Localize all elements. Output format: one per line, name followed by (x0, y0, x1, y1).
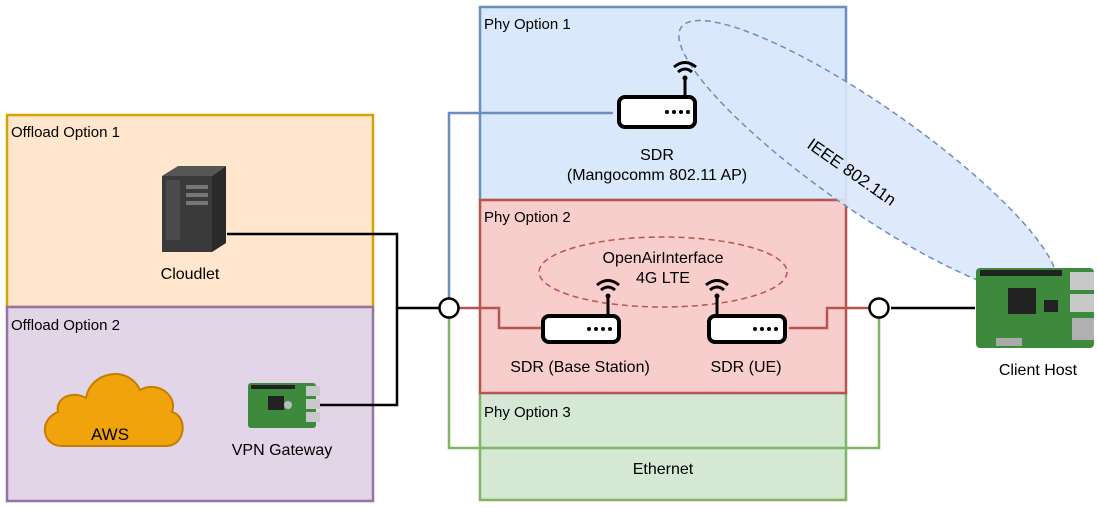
wireless-router-icon (705, 279, 787, 344)
server-tower-icon (162, 166, 226, 252)
offload-option-2-label: Offload Option 2 (11, 317, 120, 334)
offload-junction (438, 297, 460, 319)
wireless-router-icon (617, 61, 697, 129)
phy3-link-line (447, 317, 881, 450)
phy1-link-line (447, 111, 613, 299)
sdr-ap-label-line1: SDR (640, 147, 674, 164)
client-host-label: Client Host (999, 362, 1078, 379)
raspberry-pi-board-icon (248, 383, 320, 428)
sdr-bs-label: SDR (Base Station) (510, 359, 650, 376)
client-junction (868, 297, 890, 319)
phy-option-3-label: Phy Option 3 (484, 404, 571, 421)
cloudlet-label: Cloudlet (161, 266, 220, 283)
lte-link-line1: OpenAirInterface (603, 250, 724, 267)
phy2-link-line-right (789, 306, 870, 330)
ethernet-label: Ethernet (633, 461, 694, 478)
sdr-ue-label: SDR (UE) (710, 359, 781, 376)
phy2-link-line-left (458, 306, 541, 330)
vpn-gateway-label: VPN Gateway (232, 442, 332, 459)
lte-link-line2: 4G LTE (636, 270, 690, 287)
wireless-router-icon (541, 279, 621, 344)
phy-option-1-label: Phy Option 1 (484, 16, 571, 33)
sdr-ap-label-line2: (Mangocomm 802.11 AP) (567, 167, 747, 184)
aws-label: AWS (91, 425, 129, 444)
offload-connections (227, 232, 975, 407)
phy-option-2-box (478, 198, 848, 395)
phy-option-3-box (478, 391, 848, 502)
phy-option-2-label: Phy Option 2 (484, 209, 571, 226)
lte-link-ellipse (538, 236, 788, 308)
raspberry-pi-board-icon (976, 268, 1094, 348)
offload-option-1-label: Offload Option 1 (11, 124, 120, 141)
cloud-icon (43, 373, 184, 447)
